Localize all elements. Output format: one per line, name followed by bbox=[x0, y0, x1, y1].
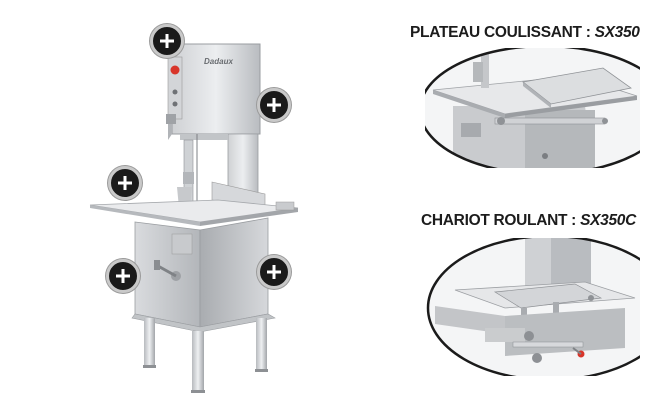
option-model: SX350 bbox=[594, 24, 640, 41]
hotspot-head-top[interactable] bbox=[150, 24, 184, 58]
hotspot-base-right[interactable] bbox=[257, 255, 291, 289]
plus-icon bbox=[160, 34, 174, 48]
plus-icon bbox=[267, 265, 281, 279]
option-name: PLATEAU COULISSANT : bbox=[410, 24, 595, 41]
option-caption-sliding-table: PLATEAU COULISSANT : SX350 bbox=[410, 24, 640, 42]
plus-icon bbox=[116, 269, 130, 283]
option-caption-rolling-carriage: CHARIOT ROULANT : SX350C bbox=[421, 212, 636, 230]
hotspot-base-left[interactable] bbox=[106, 259, 140, 293]
sliding-table-detail-image bbox=[425, 48, 640, 168]
hotspot-table-left[interactable] bbox=[108, 166, 142, 200]
option-model: SX350C bbox=[580, 212, 636, 229]
brand-logo: Dadaux bbox=[204, 57, 233, 66]
option-name: CHARIOT ROULANT : bbox=[421, 212, 581, 229]
plus-icon bbox=[267, 98, 281, 112]
plus-icon bbox=[118, 176, 132, 190]
band-saw-machine-image: Dadaux bbox=[80, 22, 310, 400]
rolling-carriage-detail-image bbox=[425, 238, 640, 376]
hotspot-head-right[interactable] bbox=[257, 88, 291, 122]
